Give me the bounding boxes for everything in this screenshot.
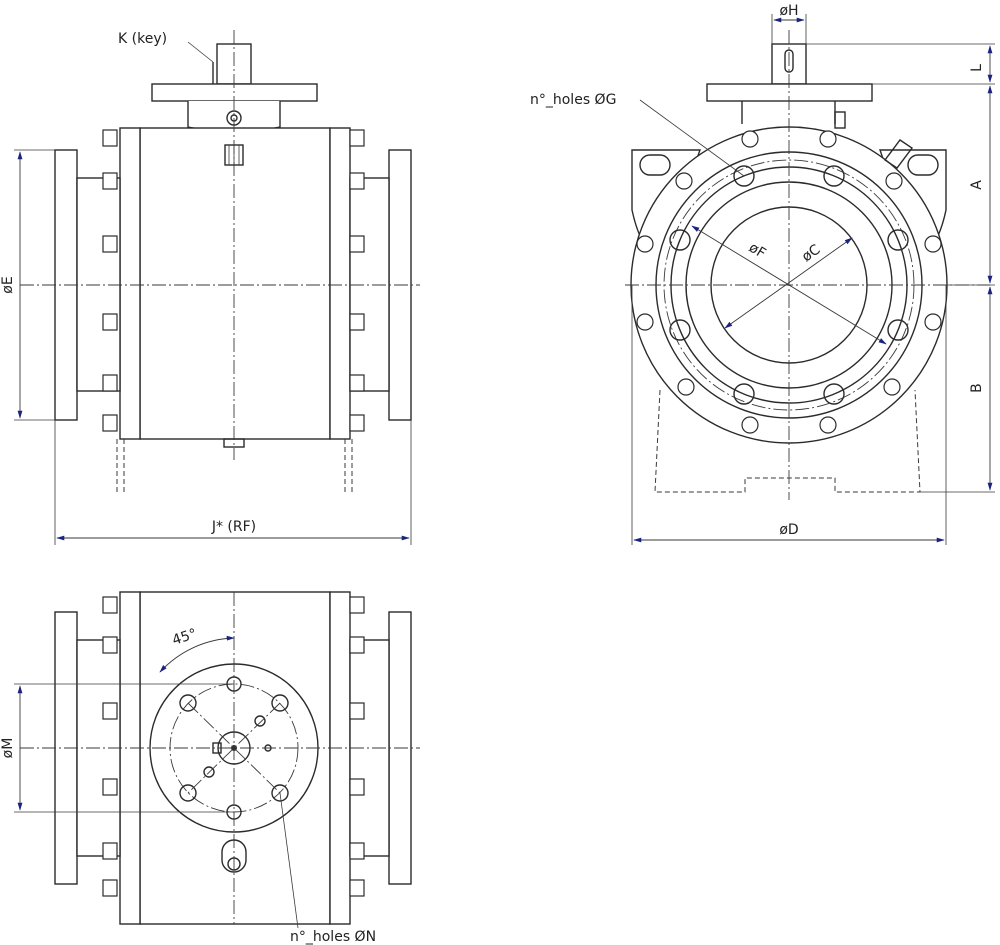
flange-holes [669, 165, 909, 405]
front-view [14, 30, 420, 545]
dim-h-label: øH [779, 3, 798, 19]
bottom-right-bolts [349, 596, 365, 897]
dim-f-label: øF [746, 240, 768, 262]
body-bolts [636, 130, 942, 434]
bottom-left-bolts [102, 596, 118, 897]
side-view [625, 14, 995, 545]
holes-g-label: n°_holes ØG [530, 92, 616, 108]
bottom-view [14, 591, 420, 929]
dim-a-label: A [969, 180, 985, 190]
right-bolts [349, 129, 365, 432]
key-label: K (key) [118, 31, 167, 47]
dim-l-label: L [969, 64, 985, 72]
dim-d-label: øD [779, 522, 798, 538]
left-bolts [102, 129, 118, 432]
dim-b-label: B [969, 383, 985, 393]
dim-m-label: øM [0, 738, 16, 759]
side-top-pad [706, 83, 873, 102]
valve-body [139, 127, 331, 440]
holes-n-label: n°_holes ØN [290, 929, 376, 945]
dim-e-label: øE [0, 276, 16, 293]
dim-j-label: J* (RF) [211, 519, 256, 535]
support-legs [654, 389, 921, 493]
angle-label: 45° [170, 626, 199, 649]
top-mounting-pad [151, 83, 318, 102]
